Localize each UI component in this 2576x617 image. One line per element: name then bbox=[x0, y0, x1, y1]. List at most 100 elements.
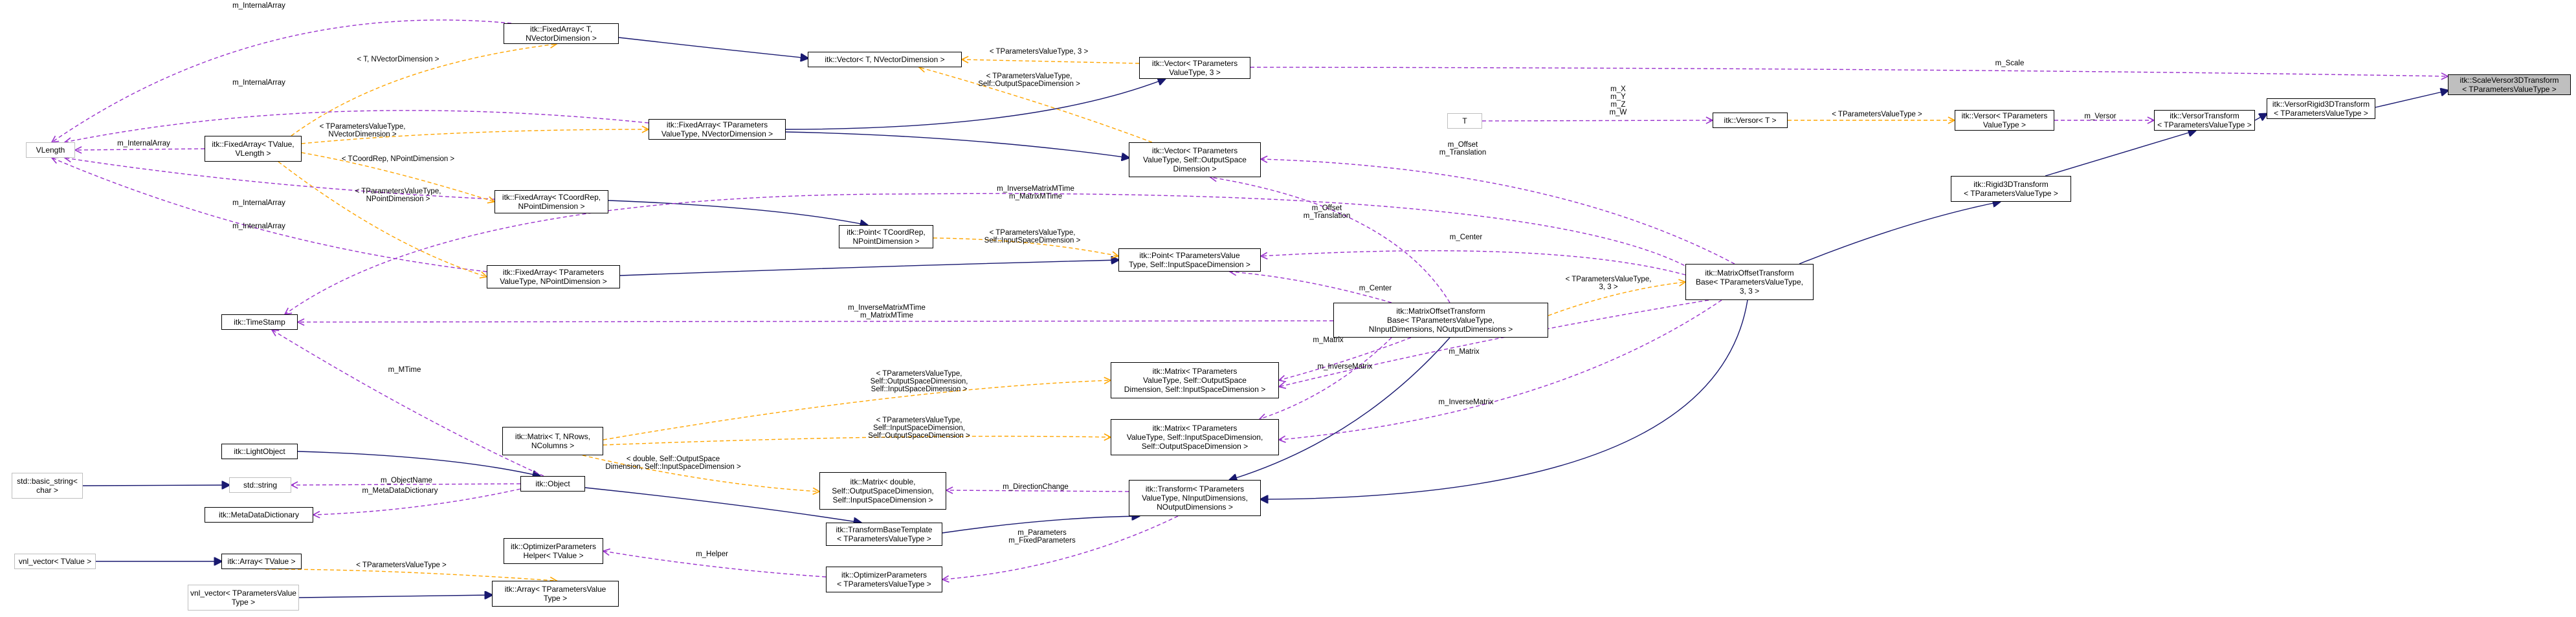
edge-label-m-xyzw: m_X m_Y m_Z m_W bbox=[1609, 85, 1627, 116]
edge-label-tpv-array: < TParametersValueType > bbox=[356, 561, 447, 569]
node-basic-string[interactable]: std::basic_string< char > bbox=[12, 473, 83, 499]
node-matrix-tpv-out-in[interactable]: itk::Matrix< TParameters ValueType, Self… bbox=[1111, 362, 1279, 398]
node-vnl-vector-tpv[interactable]: vnl_vector< TParametersValue Type > bbox=[188, 585, 299, 611]
edge-label-m-inverse-time-2: m_InverseMatrixMTime m_MatrixMTime bbox=[848, 304, 926, 319]
edge-tpl-vec-tpv3 bbox=[962, 60, 1140, 64]
edge-label-m-matrix-2: m_Matrix bbox=[1449, 348, 1480, 356]
node-matrix-offset-base-n[interactable]: itk::MatrixOffsetTransform Base< TParame… bbox=[1333, 303, 1548, 338]
node-array-tpv[interactable]: itk::Array< TParametersValue Type > bbox=[492, 581, 619, 607]
node-std-string[interactable]: std::string bbox=[229, 477, 291, 493]
node-vnl-vector-tvalue[interactable]: vnl_vector< TValue > bbox=[14, 554, 96, 569]
edge-inh-fa-tpv-nvd-to-vec-tpv-out bbox=[785, 131, 1129, 158]
node-lightobject[interactable]: itk::LightObject bbox=[221, 444, 298, 459]
node-matrix-tpv-in-out[interactable]: itk::Matrix< TParameters ValueType, Self… bbox=[1111, 419, 1279, 455]
edge-inh-mob3-to-rigid3d bbox=[1799, 202, 2000, 265]
edge-use-meta-object bbox=[313, 488, 521, 515]
edge-tpl-array-tpv bbox=[265, 568, 557, 581]
edge-tpl-fa-tpv-npd bbox=[278, 161, 487, 277]
node-vector-tpv-out[interactable]: itk::Vector< TParameters ValueType, Self… bbox=[1129, 142, 1261, 177]
edge-use-vec3-scale bbox=[1250, 67, 2448, 76]
node-point-tpv-in[interactable]: itk::Point< TParametersValue Type, Self:… bbox=[1118, 248, 1261, 272]
edge-label-tpv-in-out-mat: < TParametersValueType, Self::InputSpace… bbox=[868, 417, 970, 440]
edge-label-tcoord-npd: < TCoordRep, NPointDimension > bbox=[341, 155, 455, 163]
edge-use-timestamp-mobn bbox=[298, 321, 1334, 322]
edge-label-m-inverse-time-1: m_InverseMatrixMTime m_MatrixMTime bbox=[997, 185, 1074, 200]
edge-use-optparams-transform bbox=[942, 515, 1179, 579]
edge-tpl-fa-tcoord bbox=[301, 152, 494, 202]
node-matrix-t-nrows[interactable]: itk::Matrix< T, NRows, NColumns > bbox=[502, 427, 603, 455]
edge-use-vlength-fa-tcoord bbox=[65, 158, 495, 200]
edge-label-m-internalarray-2: m_InternalArray bbox=[232, 79, 285, 87]
edge-use-vecout-mob3 bbox=[1261, 159, 1735, 265]
edge-use-helper-optparams bbox=[603, 551, 827, 578]
edge-inh-object-to-transformbase bbox=[584, 487, 861, 523]
node-fixedarray-tcoord-npd[interactable]: itk::FixedArray< TCoordRep, NPointDimens… bbox=[494, 190, 608, 213]
edge-use-point-mobn bbox=[1230, 272, 1392, 303]
node-fixedarray-tpv-nvd[interactable]: itk::FixedArray< TParameters ValueType, … bbox=[649, 119, 786, 140]
edge-label-tpv-nvd: < TParametersValueType, NVectorDimension… bbox=[319, 123, 406, 138]
edge-inh-fa-t-nvd-to-vec-t-nvd bbox=[618, 37, 808, 58]
node-matrix-double[interactable]: itk::Matrix< double, Self::OutputSpaceDi… bbox=[819, 472, 946, 510]
edge-use-vlength-fa-tvalue bbox=[75, 149, 205, 150]
edge-label-m-directionchange: m_DirectionChange bbox=[1003, 483, 1069, 491]
edge-label-m-objectname: m_ObjectName bbox=[381, 477, 432, 484]
edge-label-tpv-npd: < TParametersValueType, NPointDimension … bbox=[355, 188, 441, 203]
node-matrix-offset-base-3[interactable]: itk::MatrixOffsetTransform Base< TParame… bbox=[1685, 264, 1814, 300]
node-versor-tpv[interactable]: itk::Versor< TParameters ValueType > bbox=[1955, 110, 2054, 131]
edge-label-tpv-out-in-mat: < TParametersValueType, Self::OutputSpac… bbox=[870, 370, 968, 393]
edge-inh-transformbase-to-transform bbox=[942, 516, 1139, 534]
edge-use-mat-out-in-mobn bbox=[1279, 337, 1412, 380]
edge-tpl-fa-tpv-nvd bbox=[301, 129, 649, 144]
edge-label-m-internalarray-1: m_InternalArray bbox=[232, 2, 285, 10]
node-versor-t[interactable]: itk::Versor< T > bbox=[1713, 113, 1788, 128]
edge-use-mat-out-in-mob3 bbox=[1279, 299, 1709, 387]
node-optimizerparameters[interactable]: itk::OptimizerParameters < TParametersVa… bbox=[826, 567, 942, 592]
edge-inh-rigid3d-to-versortransform bbox=[2045, 131, 2195, 177]
edge-inh-mob3-to-transform bbox=[1261, 299, 1748, 499]
node-transformbase[interactable]: itk::TransformBaseTemplate < TParameters… bbox=[826, 523, 942, 546]
edge-label-double-mat: < double, Self::OutputSpace Dimension, S… bbox=[605, 455, 741, 471]
edge-label-tpv3: < TParametersValueType, 3 > bbox=[989, 48, 1089, 56]
node-point-tcoord-npd[interactable]: itk::Point< TCoordRep, NPointDimension > bbox=[839, 225, 933, 248]
edge-label-tpv-versor: < TParametersValueType > bbox=[1832, 111, 1922, 118]
node-optimizerparams-helper[interactable]: itk::OptimizerParameters Helper< TValue … bbox=[504, 538, 603, 564]
edge-use-vlength-fa-t bbox=[52, 19, 512, 142]
edge-label-m-offset-trans-1: m_Offset m_Translation bbox=[1439, 141, 1487, 157]
edge-label-m-inversematrix-1: m_InverseMatrix bbox=[1317, 363, 1373, 371]
edge-inh-lightobject-to-object bbox=[297, 451, 540, 476]
edge-inh-vnl-tpv-to-array-tpv bbox=[298, 595, 492, 598]
node-timestamp[interactable]: itk::TimeStamp bbox=[221, 314, 298, 330]
edge-label-t-nvd: < T, NVectorDimension > bbox=[357, 56, 439, 63]
edge-use-vlength-fa-tpv-nvd bbox=[65, 110, 649, 142]
node-t[interactable]: T bbox=[1447, 113, 1482, 129]
node-versor-transform[interactable]: itk::VersorTransform < TParametersValueT… bbox=[2154, 110, 2255, 131]
node-metadatadictionary[interactable]: itk::MetaDataDictionary bbox=[205, 507, 313, 523]
edge-label-m-helper: m_Helper bbox=[696, 550, 728, 558]
node-versor-rigid3d[interactable]: itk::VersorRigid3DTransform < TParameter… bbox=[2267, 98, 2375, 119]
node-vector-t-nvd[interactable]: itk::Vector< T, NVectorDimension > bbox=[808, 52, 962, 67]
edge-label-tpv-out-vec: < TParametersValueType, Self::OutputSpac… bbox=[978, 72, 1080, 88]
edge-tpl-mat-out-in bbox=[603, 380, 1111, 440]
node-fixedarray-tpv-npd[interactable]: itk::FixedArray< TParameters ValueType, … bbox=[487, 265, 620, 288]
node-array-tvalue[interactable]: itk::Array< TValue > bbox=[221, 554, 302, 569]
edge-inh-basicstring-to-stdstring bbox=[82, 485, 229, 486]
node-vector-tpv3[interactable]: itk::Vector< TParameters ValueType, 3 > bbox=[1139, 57, 1250, 79]
node-vlength[interactable]: VLength bbox=[26, 142, 75, 158]
edge-tpl-mob3 bbox=[1548, 282, 1685, 316]
node-fixedarray-tvalue-vlength[interactable]: itk::FixedArray< TValue, VLength > bbox=[205, 136, 302, 162]
edge-inh-fa-tpv-npd-to-point-tpv-in bbox=[619, 260, 1118, 276]
edge-use-mat-in-out-mobn bbox=[1260, 337, 1392, 419]
edge-label-m-center-1: m_Center bbox=[1449, 233, 1483, 241]
edge-label-m-versor: m_Versor bbox=[2084, 113, 2116, 120]
edge-inh-fa-tcoord-to-point-tcoord bbox=[608, 200, 867, 225]
edge-use-vlength-fa-tpv-npd bbox=[52, 158, 487, 272]
edge-inh-fa-tpv-nvd-to-vec-tpv3 bbox=[785, 79, 1165, 130]
node-rigid3d[interactable]: itk::Rigid3DTransform < TParametersValue… bbox=[1951, 176, 2071, 202]
edge-label-m-internalarray-5: m_InternalArray bbox=[232, 222, 285, 230]
node-transform-tpv[interactable]: itk::Transform< TParameters ValueType, N… bbox=[1129, 480, 1261, 516]
edge-label-m-mtime: m_MTime bbox=[388, 366, 421, 374]
node-fixedarray-t-nvd[interactable]: itk::FixedArray< T, NVectorDimension > bbox=[504, 23, 619, 44]
node-scale-versor3d[interactable]: itk::ScaleVersor3DTransform < TParameter… bbox=[2448, 74, 2571, 95]
node-object[interactable]: itk::Object bbox=[520, 476, 585, 492]
edge-label-m-inversematrix-2: m_InverseMatrix bbox=[1438, 398, 1494, 406]
